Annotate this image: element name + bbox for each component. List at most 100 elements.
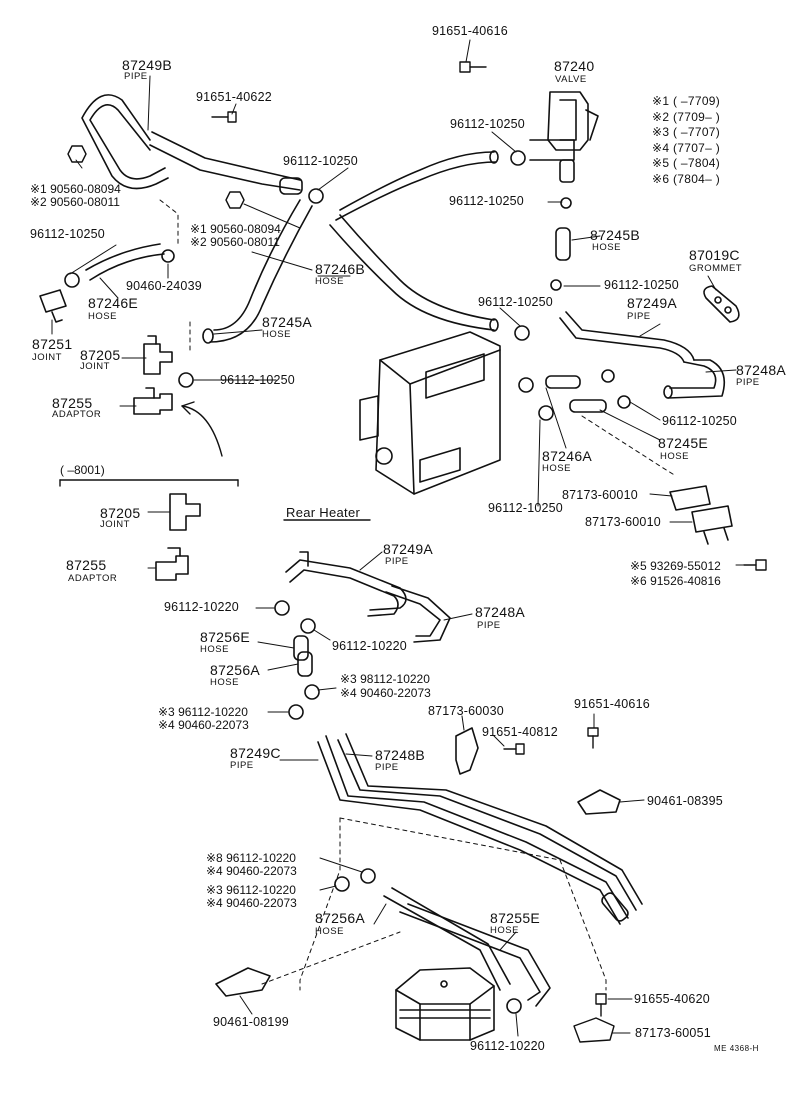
label-4-90460-22073-c: ※4 90460-22073 — [206, 864, 297, 878]
label-87205-bot: 87205 — [100, 505, 141, 521]
label-87246a: 87246A — [542, 448, 593, 464]
label-8-96112-10220: ※8 96112-10220 — [206, 851, 296, 865]
label-87256e: 87256E — [200, 629, 251, 645]
label-87249c: 87249C — [230, 745, 281, 761]
label-3-98112-10220: ※3 98112-10220 — [340, 672, 430, 686]
label-pipe-249c: PIPE — [230, 760, 254, 771]
label-87248b: 87248B — [375, 747, 426, 763]
pipe-87249b — [81, 94, 303, 195]
label-pipe-249a-mid: PIPE — [385, 556, 409, 567]
rear-heater-unit — [395, 967, 495, 1041]
label-hose-256a-mid: HOSE — [210, 677, 239, 688]
label-87245a: 87245A — [262, 314, 313, 330]
heater-unit — [359, 331, 501, 495]
label-90460-24039: 90460-24039 — [126, 279, 202, 293]
screw-top — [459, 61, 487, 73]
label-87249b: 87249B — [122, 57, 173, 73]
label-hose-246b: HOSE — [315, 276, 344, 287]
label-91651-40812: 91651-40812 — [482, 725, 558, 739]
label-87205-top: 87205 — [80, 347, 121, 363]
label-91655-40620: 91655-40620 — [634, 992, 710, 1006]
nut-a — [67, 145, 87, 163]
label-91526-40816: ※6 91526-40816 — [630, 574, 721, 588]
label-87245b: 87245B — [590, 227, 641, 243]
label-96112-10250-i: 96112-10250 — [488, 501, 563, 515]
label-87173-60030: 87173-60030 — [428, 704, 504, 718]
label-joint-205-bot: JOINT — [100, 519, 130, 530]
label-pipe-248a-mid: PIPE — [477, 620, 501, 631]
label-87173-60010-a: 87173-60010 — [562, 488, 638, 502]
label-hose-255e: HOSE — [490, 925, 519, 936]
label-87246e: 87246E — [88, 295, 139, 311]
label-range-8001: ( –8001) — [60, 463, 105, 477]
legend-row-6: ※6 (7804– ) — [652, 171, 721, 186]
pipe-87248a-mid — [385, 585, 451, 643]
label-91651-40616-mid: 91651-40616 — [574, 697, 650, 711]
label-87173-60010-b: 87173-60010 — [585, 515, 661, 529]
label-91651-40622: 91651-40622 — [196, 90, 272, 104]
reference-code: ME 4368-H — [714, 1044, 759, 1053]
label-96112-10220-a: 96112-10220 — [164, 600, 239, 614]
label-96112-10250-c: 96112-10250 — [449, 194, 524, 208]
hose-87245a — [202, 199, 313, 344]
label-hose-245a: HOSE — [262, 329, 291, 340]
label-4-90460-22073-d: ※4 90460-22073 — [206, 896, 297, 910]
label-96112-10250-g: 96112-10250 — [220, 373, 295, 387]
label-3-96112-10220-b: ※3 96112-10220 — [206, 883, 296, 897]
pipe-87249a-top — [559, 311, 726, 399]
label-96112-10250-e: 96112-10250 — [604, 278, 679, 292]
grommet-87019c — [703, 285, 740, 323]
label-grommet: GROMMET — [689, 263, 743, 274]
label-hose-246e: HOSE — [88, 311, 117, 322]
label-adaptor-top: ADAPTOR — [52, 409, 102, 420]
label-87246b: 87246B — [315, 261, 366, 277]
label-pipe-248b: PIPE — [375, 762, 399, 773]
label-hose-246a: HOSE — [542, 463, 571, 474]
label-96112-10250-b: 96112-10250 — [283, 154, 358, 168]
label-hose-245b: HOSE — [592, 242, 621, 253]
label-91651-40616-top: 91651-40616 — [432, 24, 508, 38]
pipe-87249a-mid — [285, 551, 407, 617]
legend-row-5: ※5 ( –7804) — [652, 156, 721, 170]
label-joint-251: JOINT — [32, 352, 62, 363]
label-90461-08199: 90461-08199 — [213, 1015, 289, 1029]
legend-row-4: ※4 (7707– ) — [652, 140, 721, 155]
label-96112-10220-c: 96112-10220 — [470, 1039, 545, 1053]
label-96112-10220-b: 96112-10220 — [332, 639, 407, 653]
label-90461-08395: 90461-08395 — [647, 794, 723, 808]
label-93269-55012: ※5 93269-55012 — [630, 559, 721, 573]
label-pipe-248a-top: PIPE — [736, 377, 760, 388]
clamp-90461-08199 — [215, 967, 271, 997]
label-90560-08011-a: ※2 90560-08011 — [30, 195, 120, 209]
label-87255-bot: 87255 — [66, 557, 107, 573]
label-pipe-b: PIPE — [124, 71, 148, 82]
label-87240: 87240 — [554, 58, 595, 74]
leader-lines — [51, 39, 745, 1037]
label-87249a-top: 87249A — [627, 295, 678, 311]
date-range-legend: ※1 ( –7709) ※2 (7709– ) ※3 ( –7707) ※4 (… — [652, 94, 774, 187]
legend-row-1: ※1 ( –7709) — [652, 94, 721, 108]
label-adaptor-bot: ADAPTOR — [68, 573, 118, 584]
label-87251: 87251 — [32, 336, 73, 352]
label-pipe-249a-top: PIPE — [627, 311, 651, 322]
label-96112-10250-f: 96112-10250 — [478, 295, 553, 309]
label-hose-245e: HOSE — [660, 451, 689, 462]
valve-87240 — [529, 91, 599, 183]
label-87173-60051: 87173-60051 — [635, 1026, 711, 1040]
label-96112-10250-h: 96112-10250 — [662, 414, 737, 428]
pipes-87249c-87248b — [317, 733, 643, 925]
label-87019c: 87019C — [689, 247, 740, 263]
label-87255-top: 87255 — [52, 395, 93, 411]
hose-87246e — [85, 243, 165, 281]
label-87256a-mid: 87256A — [210, 662, 261, 678]
label-87249a-mid: 87249A — [383, 541, 434, 557]
label-96112-10250-a: 96112-10250 — [450, 117, 525, 131]
label-joint-205-top: JOINT — [80, 361, 110, 372]
label-4-90460-22073-b: ※4 90460-22073 — [158, 718, 249, 732]
label-87245e: 87245E — [658, 435, 709, 451]
legend-row-3: ※3 ( –7707) — [652, 125, 721, 139]
label-valve: VALVE — [555, 74, 587, 85]
label-87255e: 87255E — [490, 910, 541, 926]
hoses-87256a-87255e — [383, 887, 551, 1007]
